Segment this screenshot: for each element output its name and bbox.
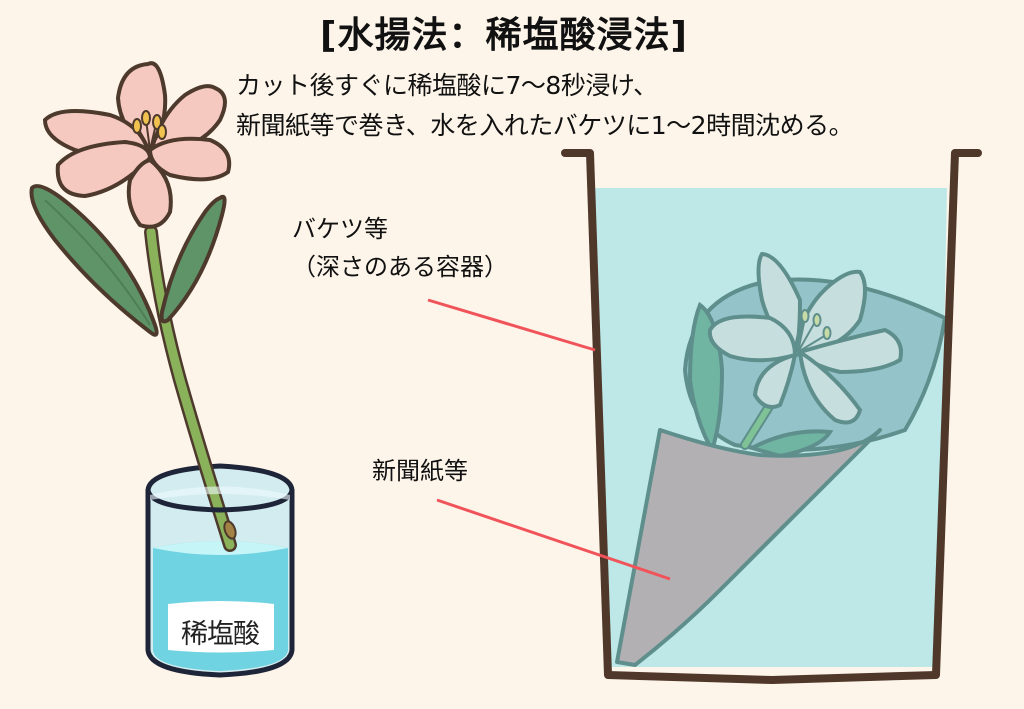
page-title: [水揚法：稀塩酸浸法]: [320, 15, 688, 56]
pink-lily-flower: [42, 61, 232, 229]
lily-leaf-right: [159, 194, 227, 324]
bucket-label-line-2: （深さのある容器）: [292, 253, 508, 281]
bucket-label-line-1: バケツ等: [292, 215, 388, 243]
newspaper-label: 新聞紙等: [372, 457, 468, 485]
bucket-outline: [561, 149, 982, 684]
lily-stamens: [132, 110, 167, 151]
acid-jar-label: 稀塩酸: [181, 619, 260, 650]
wrapped-lily-flower: [707, 251, 903, 425]
instruction-line-1: カット後すぐに稀塩酸に7～8秒浸け、: [236, 71, 658, 100]
instruction-text: カット後すぐに稀塩酸に7～8秒浸け、 新聞紙等で巻き、水を入れたバケツに1～2時…: [236, 66, 854, 146]
newspaper-cone: [615, 428, 882, 667]
bucket-illustration: [561, 149, 982, 684]
instruction-line-2: 新聞紙等で巻き、水を入れたバケツに1～2時間沈める。: [236, 111, 854, 140]
bucket-pointer-line: [427, 298, 596, 352]
lily-in-acid-illustration: [29, 61, 295, 678]
bucket-label: バケツ等 （深さのある容器）: [292, 210, 508, 286]
lily-leaf-left: [29, 184, 159, 337]
newspaper-pointer-line: [436, 498, 671, 581]
